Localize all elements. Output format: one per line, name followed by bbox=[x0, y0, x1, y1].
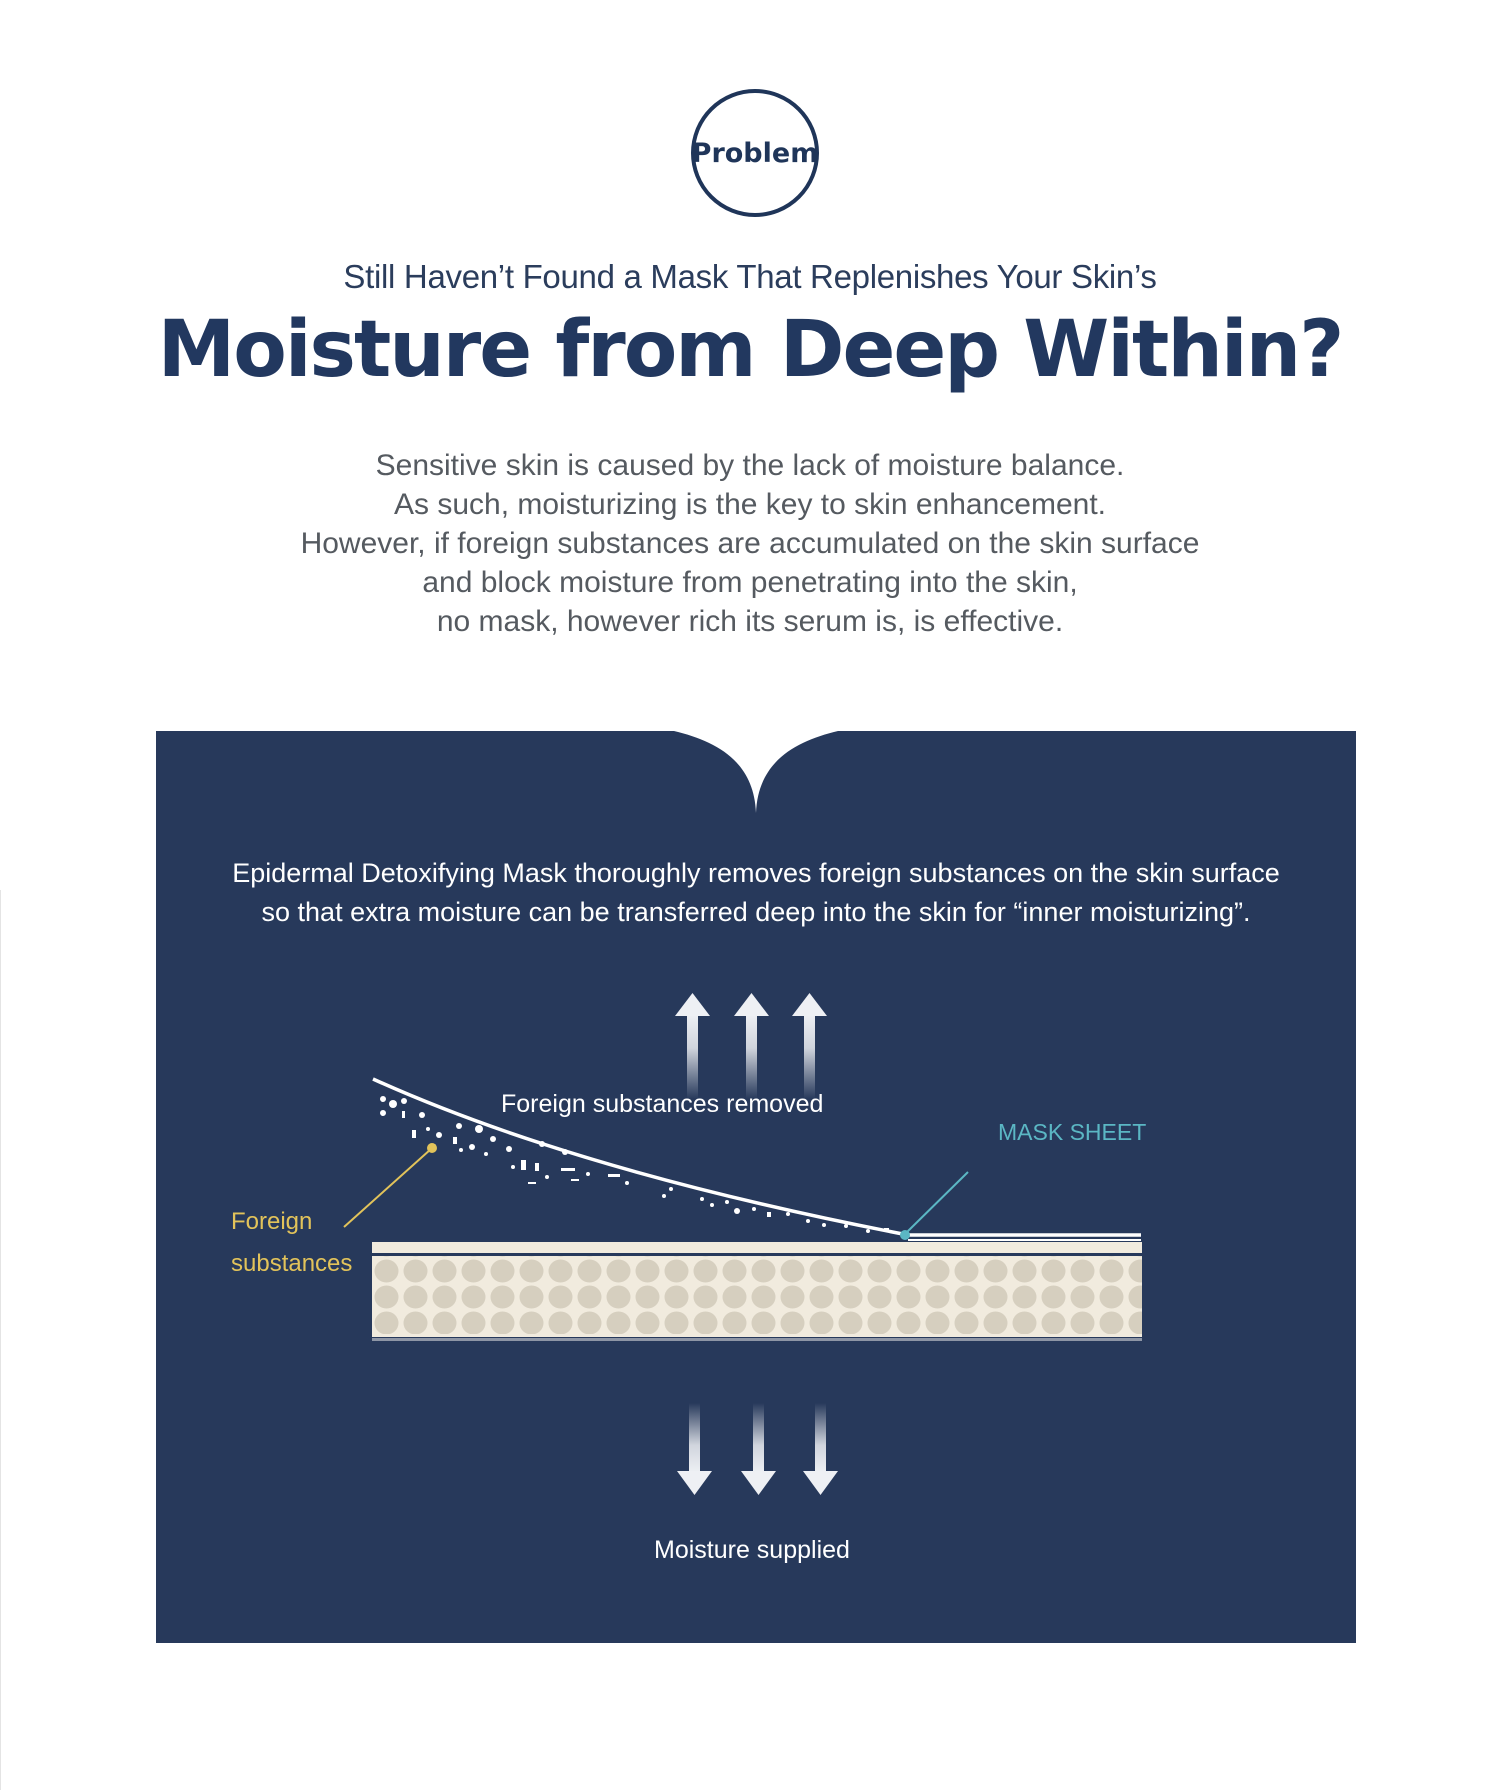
skin-cell-layer bbox=[372, 1256, 1142, 1334]
mask-callout-dot bbox=[900, 1230, 910, 1240]
intro-line: no mask, however rich its serum is, is e… bbox=[436, 605, 1064, 638]
panel-description-line: Epidermal Detoxifying Mask thoroughly re… bbox=[232, 858, 1280, 888]
arrow-up-icon bbox=[734, 993, 769, 1099]
intro-paragraph: Sensitive skin is caused by the lack of … bbox=[0, 446, 1500, 641]
mask-sheet-line bbox=[372, 1077, 1141, 1237]
intro-line: As such, moisturizing is the key to skin… bbox=[393, 488, 1106, 521]
explanation-panel: Epidermal Detoxifying Mask thoroughly re… bbox=[156, 731, 1356, 1643]
page-title: Moisture from Deep Within? bbox=[157, 305, 1345, 395]
arrow-down-icon bbox=[803, 1403, 838, 1495]
intro-line: and block moisture from penetrating into… bbox=[422, 566, 1078, 599]
foreign-callout-line bbox=[343, 1148, 432, 1228]
foreign-callout-dot bbox=[427, 1143, 437, 1153]
foreign-particles bbox=[380, 1096, 889, 1233]
problem-badge: Problem bbox=[691, 89, 819, 217]
kicker-heading: Still Haven’t Found a Mask That Replenis… bbox=[343, 258, 1157, 295]
foreign-label-line: Foreign bbox=[231, 1208, 313, 1235]
intro-line: Sensitive skin is caused by the lack of … bbox=[375, 449, 1125, 482]
panel-description-line: so that extra moisture can be transferre… bbox=[261, 897, 1251, 927]
moisture-supplied-label: Moisture supplied bbox=[654, 1536, 850, 1564]
panel-background bbox=[156, 731, 1356, 1643]
foreign-substances-label: Foreign substances bbox=[231, 1201, 352, 1285]
arrow-up-icon bbox=[792, 993, 827, 1099]
removed-label: Foreign substances removed bbox=[501, 1090, 824, 1118]
mask-callout-line bbox=[904, 1171, 969, 1235]
intro-line: However, if foreign substances are accum… bbox=[300, 527, 1200, 560]
foreign-label-line: substances bbox=[231, 1250, 353, 1277]
problem-badge-label: Problem bbox=[691, 137, 819, 169]
mask-sheet-label: MASK SHEET bbox=[998, 1119, 1147, 1145]
panel-description: Epidermal Detoxifying Mask thoroughly re… bbox=[156, 854, 1356, 932]
skin-surface-layer bbox=[372, 1242, 1142, 1253]
skin-diagram bbox=[343, 993, 1142, 1495]
arrow-down-icon bbox=[741, 1403, 776, 1495]
page-edge-line bbox=[0, 890, 1, 1790]
arrow-up-icon bbox=[675, 993, 710, 1099]
arrow-down-icon bbox=[677, 1403, 712, 1495]
